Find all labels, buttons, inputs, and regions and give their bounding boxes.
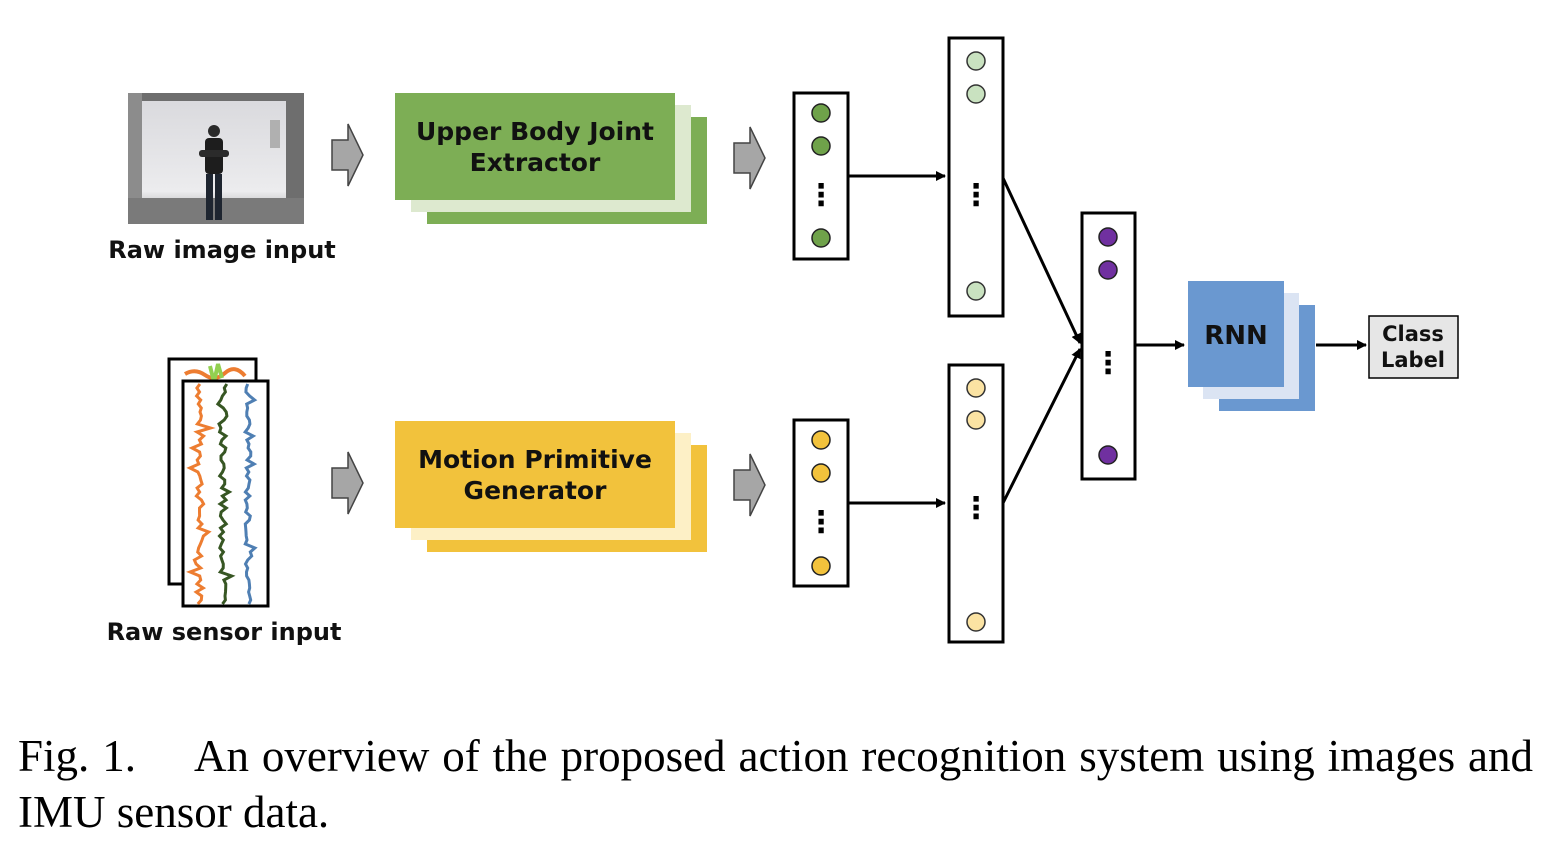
- ellipsis: ⋮: [961, 491, 991, 526]
- class-label-box: Class Label: [1368, 315, 1459, 379]
- joint-extractor-label-line1: Upper Body Joint: [416, 117, 654, 146]
- arrow-joint-to-fusion: [1001, 177, 1082, 344]
- motion-embedding-vector: ⋮: [947, 363, 1005, 644]
- block-arrow-3: [733, 126, 766, 190]
- arrow-motion-to-fusion: [1001, 348, 1082, 504]
- raw-sensor-label: Raw sensor input: [107, 618, 342, 646]
- motion-generator-label-line1: Motion Primitive: [418, 445, 652, 474]
- ellipsis: ⋮: [961, 178, 991, 213]
- block-arrow-1: [331, 123, 364, 187]
- raw-sensor-plot: [167, 357, 270, 608]
- block-arrow-4: [733, 453, 766, 517]
- rnn-block: RNN: [1188, 281, 1315, 411]
- sensor-trace-green: [215, 383, 236, 605]
- figure-caption: Fig. 1.An overview of the proposed actio…: [18, 728, 1533, 840]
- class-label-line1: Class: [1382, 322, 1444, 346]
- block-arrow-2: [331, 451, 364, 515]
- figure-number: Fig. 1.: [18, 731, 136, 781]
- architecture-diagram: Raw image input Raw sensor input Upper B…: [107, 36, 1459, 646]
- ellipsis: ⋮: [806, 505, 836, 540]
- fused-feature-vector: ⋮: [1080, 211, 1137, 481]
- joint-extractor-label-line2: Extractor: [470, 148, 601, 177]
- sensor-trace-orange: [186, 383, 216, 605]
- ellipsis: ⋮: [1093, 346, 1123, 381]
- rnn-label: RNN: [1204, 321, 1268, 351]
- joint-extractor-block: Upper Body Joint Extractor: [395, 93, 707, 224]
- raw-image-photo: [128, 93, 304, 224]
- motion-feature-vector: ⋮: [792, 418, 850, 588]
- sensor-trace-blue: [242, 383, 258, 605]
- caption-text: An overview of the proposed action recog…: [18, 731, 1533, 837]
- ellipsis: ⋮: [806, 178, 836, 213]
- motion-generator-block: Motion Primitive Generator: [395, 421, 707, 552]
- joint-embedding-vector: ⋮: [947, 36, 1005, 318]
- motion-generator-label-line2: Generator: [464, 476, 608, 505]
- class-label-line2: Label: [1381, 348, 1445, 372]
- raw-image-label: Raw image input: [108, 236, 336, 264]
- joint-feature-vector: ⋮: [792, 91, 850, 261]
